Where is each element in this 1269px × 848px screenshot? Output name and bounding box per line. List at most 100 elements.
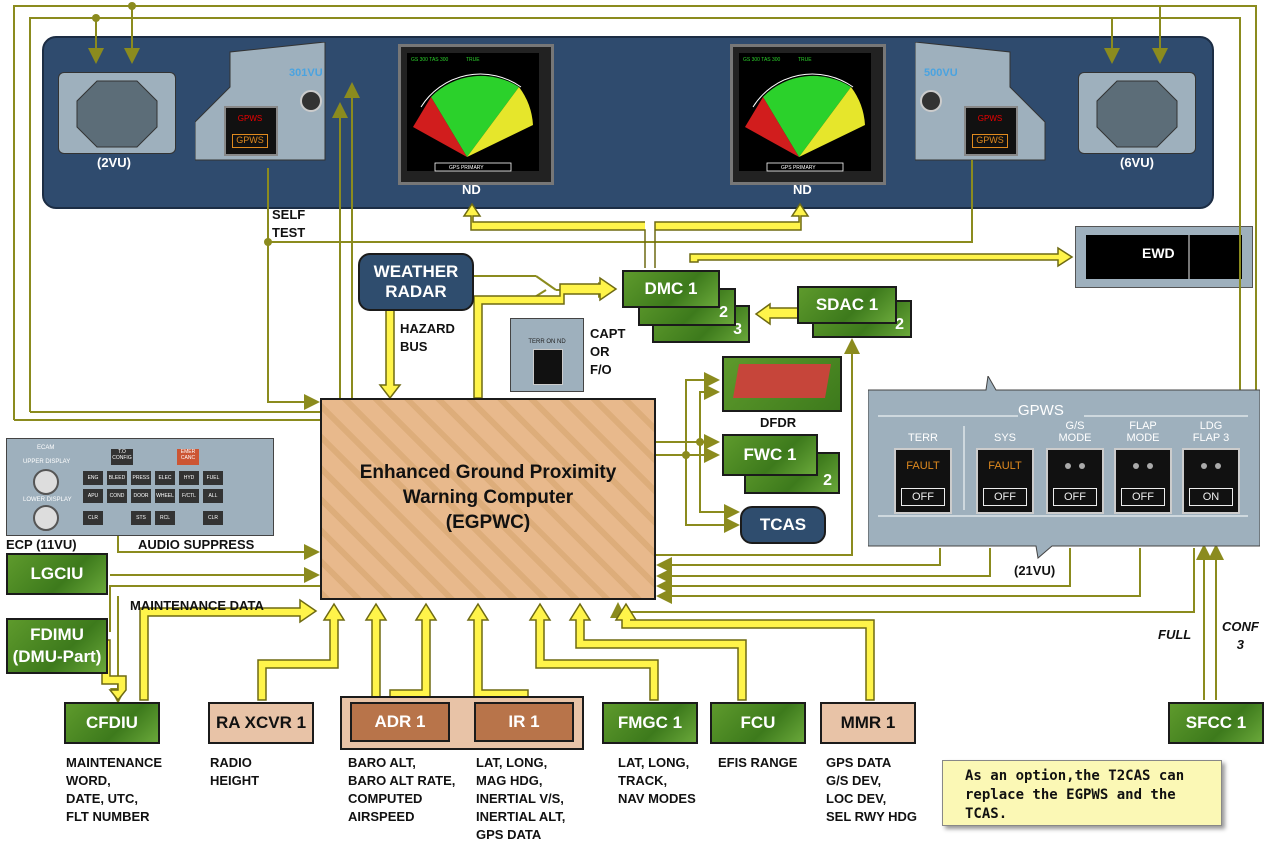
capt-or-fo-label: CAPT OR F/O bbox=[590, 326, 626, 377]
nd-true-text: TRUE bbox=[466, 57, 480, 63]
adr-caption: BARO ALT, BARO ALT RATE, COMPUTED AIRSPE… bbox=[348, 755, 456, 824]
lower-display-knob[interactable] bbox=[33, 505, 59, 531]
ecam-key-clr[interactable]: CLR bbox=[83, 511, 103, 525]
self-test-label: SELF TEST bbox=[272, 207, 306, 240]
vu-500-label: 500VU bbox=[924, 67, 958, 79]
conf3-label: CONF 3 bbox=[1222, 619, 1259, 652]
egpwc-title-line3: (EGPWC) bbox=[445, 512, 531, 533]
ecam-key-rcl[interactable]: RCL bbox=[155, 511, 175, 525]
screw-icon bbox=[920, 90, 942, 112]
vu-6-label: (6VU) bbox=[1120, 155, 1154, 170]
vu-2-label: (2VU) bbox=[97, 155, 131, 170]
nd-right-label: ND bbox=[793, 182, 812, 197]
gps-primary-text: GPS PRIMARY bbox=[449, 165, 484, 171]
nd-left-label: ND bbox=[462, 182, 481, 197]
gpws-switch-fault bbox=[1121, 456, 1165, 476]
lgciu-box: LGCIU bbox=[6, 553, 108, 595]
terr-on-nd-label: TERR ON ND bbox=[528, 339, 566, 345]
upper-display-knob[interactable] bbox=[33, 469, 59, 495]
gpws-panel-title: GPWS bbox=[1018, 402, 1064, 419]
weather-radar-box: WEATHER RADAR bbox=[358, 253, 474, 311]
ecam-control-panel: ECAM UPPER DISPLAY LOWER DISPLAY T.O CON… bbox=[6, 438, 274, 536]
terr-on-nd-panel: TERR ON ND bbox=[510, 318, 584, 392]
ecam-key-wheel[interactable]: WHEEL bbox=[155, 489, 175, 503]
nd-screen-right: GPS PRIMARY GS 300 TAS 300 TRUE bbox=[730, 44, 886, 185]
egpwc-title-line2: Warning Computer bbox=[402, 487, 574, 508]
nd-true-text: TRUE bbox=[798, 57, 812, 63]
ecam-key-eng[interactable]: ENG bbox=[83, 471, 103, 485]
ecam-key-fuel[interactable]: FUEL bbox=[203, 471, 223, 485]
ecam-key-bleed[interactable]: BLEED bbox=[107, 471, 127, 485]
sdac2-number: 2 bbox=[895, 316, 904, 333]
ecam-key-apu[interactable]: APU bbox=[83, 489, 103, 503]
sfcc1-box: SFCC 1 bbox=[1168, 702, 1264, 744]
ecam-key-hyd[interactable]: HYD bbox=[179, 471, 199, 485]
emer-canc-button[interactable]: EMER CANC bbox=[177, 449, 199, 465]
nd-speed-text: GS 300 TAS 300 bbox=[411, 57, 449, 63]
adr1-box: ADR 1 bbox=[350, 702, 450, 742]
gpws-button-label: GPWS bbox=[972, 134, 1008, 148]
maintenance-data-label: MAINTENANCE DATA bbox=[130, 598, 264, 613]
egpwc-title-line1: Enhanced Ground Proximity bbox=[359, 462, 617, 483]
fmgc-caption: LAT, LONG, TRACK, NAV MODES bbox=[618, 755, 696, 806]
gpws-switch-state: OFF bbox=[1121, 488, 1165, 506]
cfdiu-box: CFDIU bbox=[64, 702, 160, 744]
sdac1-box: SDAC 1 bbox=[797, 286, 897, 324]
gpws-switch-label-1: SYS bbox=[993, 432, 1016, 444]
ewd-label: EWD bbox=[1142, 245, 1175, 261]
lower-display-label: LOWER DISPLAY bbox=[23, 497, 72, 503]
dmc3-number: 3 bbox=[733, 321, 742, 338]
gpws-button-label: GPWS bbox=[232, 134, 268, 148]
gpws-pushbutton-capt[interactable]: GPWS GPWS bbox=[224, 106, 278, 156]
gpws-switch-fault bbox=[1189, 456, 1233, 476]
gpws-switch-fault: FAULT bbox=[988, 460, 1022, 472]
loudspeaker-right-icon bbox=[1078, 72, 1196, 154]
ecp-label: ECP (11VU) bbox=[6, 537, 77, 552]
ecam-key-elec[interactable]: ELEC bbox=[155, 471, 175, 485]
to-config-button[interactable]: T.O CONFIG bbox=[111, 449, 133, 465]
hazard-bus-label: HAZARD BUS bbox=[400, 321, 455, 354]
dmc1-box: DMC 1 bbox=[622, 270, 720, 308]
ra-xcvr-box: RA XCVR 1 bbox=[208, 702, 314, 744]
dmc2-number: 2 bbox=[719, 304, 728, 321]
ecam-key-door[interactable]: DOOR bbox=[131, 489, 151, 503]
egpwc-box: Enhanced Ground Proximity Warning Comput… bbox=[320, 398, 656, 600]
gpws-switch-3[interactable]: OFF bbox=[1114, 448, 1172, 514]
gpws-button-top: GPWS bbox=[977, 114, 1003, 123]
gpws-pushbutton-fo[interactable]: GPWS GPWS bbox=[964, 106, 1018, 156]
dfdr-box bbox=[722, 356, 842, 412]
mmr1-box: MMR 1 bbox=[820, 702, 916, 744]
ecam-key-cond[interactable]: COND bbox=[107, 489, 127, 503]
cfdiu-caption: MAINTENANCE WORD, DATE, UTC, FLT NUMBER bbox=[66, 755, 163, 824]
nd-speed-text: GS 300 TAS 300 bbox=[743, 57, 781, 63]
gpws-switch-state: ON bbox=[1189, 488, 1233, 506]
fcu-caption: EFIS RANGE bbox=[718, 755, 798, 770]
gpws-switch-label-0: TERR bbox=[908, 432, 938, 444]
ecam-key-all[interactable]: ALL bbox=[203, 489, 223, 503]
ecam-key-press[interactable]: PRESS bbox=[131, 471, 151, 485]
gpws-switch-4[interactable]: ON bbox=[1182, 448, 1240, 514]
t2cas-note-text: As an option,the T2CAS can replace the E… bbox=[965, 768, 1185, 822]
gpws-switch-2[interactable]: OFF bbox=[1046, 448, 1104, 514]
audio-suppress-label: AUDIO SUPPRESS bbox=[138, 537, 255, 552]
t2cas-note: As an option,the T2CAS can replace the E… bbox=[942, 760, 1222, 826]
ecam-key-clr[interactable]: CLR bbox=[203, 511, 223, 525]
vu-21-label: (21VU) bbox=[1014, 563, 1056, 578]
loudspeaker-left-icon bbox=[58, 72, 176, 154]
full-label: FULL bbox=[1158, 627, 1192, 642]
ra-caption: RADIO HEIGHT bbox=[210, 755, 260, 788]
fcu-box: FCU bbox=[710, 702, 806, 744]
ewd-display: EWD bbox=[1075, 226, 1253, 288]
ecam-key-sts[interactable]: STS bbox=[131, 511, 151, 525]
ecam-keys: ENG BLEED PRESS ELEC HYD FUEL APU COND DOOR WHEEL… bbox=[83, 471, 233, 531]
ecam-key-fctl[interactable]: F/CTL bbox=[179, 489, 199, 503]
gpws-switch-state: OFF bbox=[1053, 488, 1097, 506]
gpws-switch-label-4: LDG FLAP 3 bbox=[1192, 420, 1230, 444]
mmr-caption: GPS DATA G/S DEV, LOC DEV, SEL RWY HDG bbox=[826, 755, 918, 824]
ecam-title: ECAM bbox=[37, 445, 55, 451]
terr-on-nd-button[interactable] bbox=[533, 349, 563, 385]
gpws-switch-fault: FAULT bbox=[906, 460, 940, 472]
